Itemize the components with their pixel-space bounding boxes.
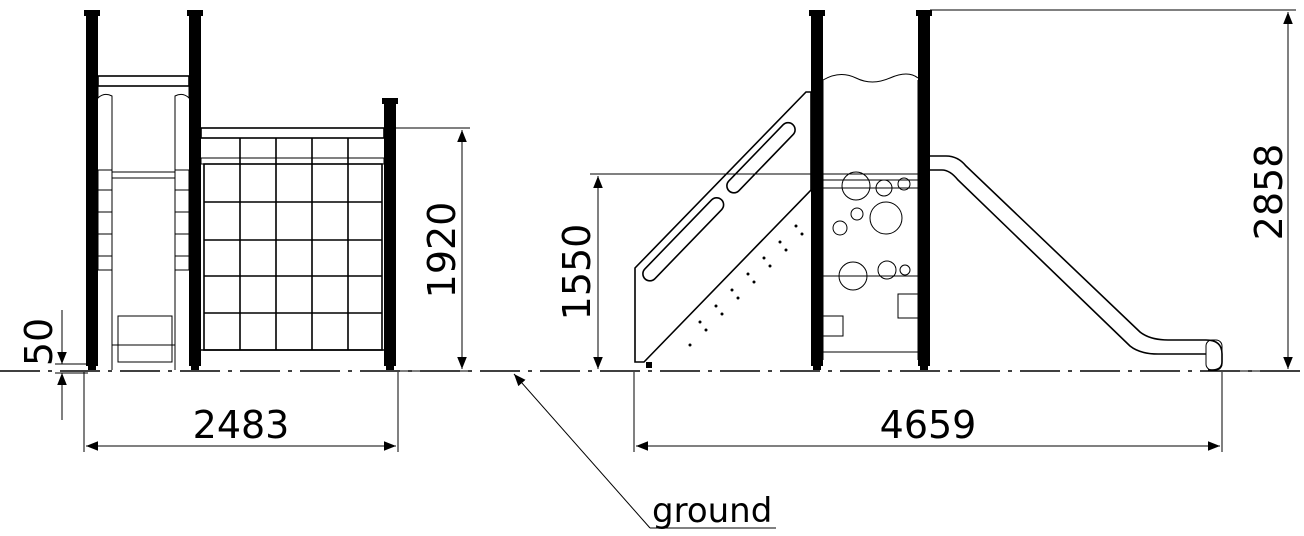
dimension-1920: 1920 — [396, 127, 470, 372]
front-view — [84, 10, 398, 370]
climbing-ramp — [634, 91, 812, 363]
front-post-right — [189, 10, 201, 366]
dimension-1550: 1550 — [555, 173, 823, 369]
slide — [930, 155, 1223, 371]
label-total-height: 2858 — [1247, 144, 1291, 241]
label-left-height: 1920 — [420, 202, 464, 299]
dimension-2483: 2483 — [83, 372, 399, 452]
ground-label: ground — [652, 491, 772, 531]
dimension-2858: 2858 — [930, 9, 1296, 372]
label-left-width: 2483 — [193, 403, 290, 447]
label-platform-height: 1550 — [555, 224, 599, 321]
label-offset: 50 — [17, 318, 61, 366]
front-post-left — [86, 10, 98, 366]
front-post-short — [384, 98, 396, 366]
climbing-net — [200, 127, 385, 351]
side-post-left — [811, 10, 823, 366]
dimension-50: 50 — [17, 310, 88, 420]
side-post-right — [918, 10, 930, 366]
label-right-width: 4659 — [880, 403, 977, 447]
front-ladder — [97, 169, 190, 271]
dimension-4659: 4659 — [633, 372, 1223, 452]
side-view — [634, 10, 1223, 371]
ground-callout: ground — [513, 373, 776, 531]
